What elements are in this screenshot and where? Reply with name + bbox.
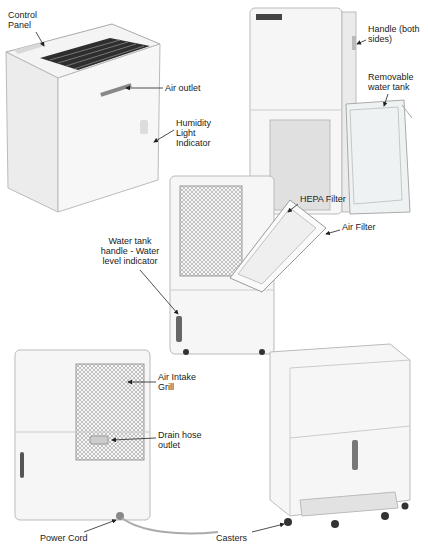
part-label: Power Cord (40, 533, 100, 543)
part-label: HEPA Filter (300, 194, 360, 204)
part-label: Air outlet (165, 83, 215, 93)
part-label: Control Panel (8, 10, 50, 30)
unit-casters (270, 344, 410, 528)
part-label: Humidity Light Indicator (176, 118, 222, 148)
part-label: Removable water tank (368, 72, 424, 92)
unit-top-view (6, 24, 160, 212)
part-label: Water tank handle - Water level indicato… (94, 236, 166, 266)
leader-lines (36, 32, 388, 532)
unit-rear (15, 350, 218, 533)
part-label: Air Intake Grill (158, 372, 210, 392)
part-label: Air Filter (342, 222, 402, 232)
part-label: Casters (216, 533, 256, 543)
part-label: Drain hose outlet (158, 430, 210, 450)
part-label: Handle (both sides) (368, 24, 424, 44)
